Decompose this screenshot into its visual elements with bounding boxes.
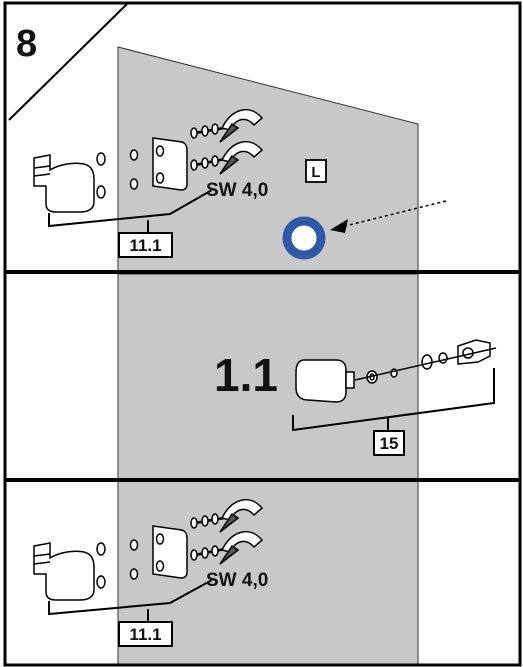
wrench-size-label: SW 4,0 [206,180,268,201]
washer [129,149,139,161]
page-frame [3,1,522,667]
hinge-leaf [33,154,95,213]
step-number: 8 [16,23,37,65]
hole-position-marker [282,216,326,260]
handle-part-number: 1.1 [214,349,278,401]
callout-bracket [292,368,495,432]
washer [129,539,139,551]
hinge-assembly-top [33,108,264,213]
callout-bracket [48,579,213,621]
step-corner-diagonal [8,3,128,121]
washer [96,185,106,199]
assembly-axis [354,347,497,381]
side-marker-box [305,159,327,183]
part-ref-label: 15 [380,434,399,453]
washer [96,152,106,166]
hinge-leaf [33,542,95,601]
panel-divider [5,478,520,482]
part-ref-box [373,430,405,456]
dashed-pointer-line [344,200,447,227]
panel-divider [5,270,520,274]
part-ref-box [118,232,173,258]
washer [421,354,433,370]
washer [438,352,448,364]
part-ref-box [118,621,173,647]
arrow-head [330,219,348,233]
washer [96,542,106,556]
callout-bracket [48,189,213,232]
hinge-assembly-bottom [33,498,264,601]
handle-stem [345,371,355,389]
washer [129,568,139,580]
washer [129,178,139,190]
washer [96,575,106,589]
side-marker-label: L [311,164,320,181]
part-ref-label: 11.1 [129,625,161,644]
handle-cover [295,359,347,403]
wrench-size-label: SW 4,0 [206,570,268,591]
part-ref-label: 11.1 [129,236,161,255]
